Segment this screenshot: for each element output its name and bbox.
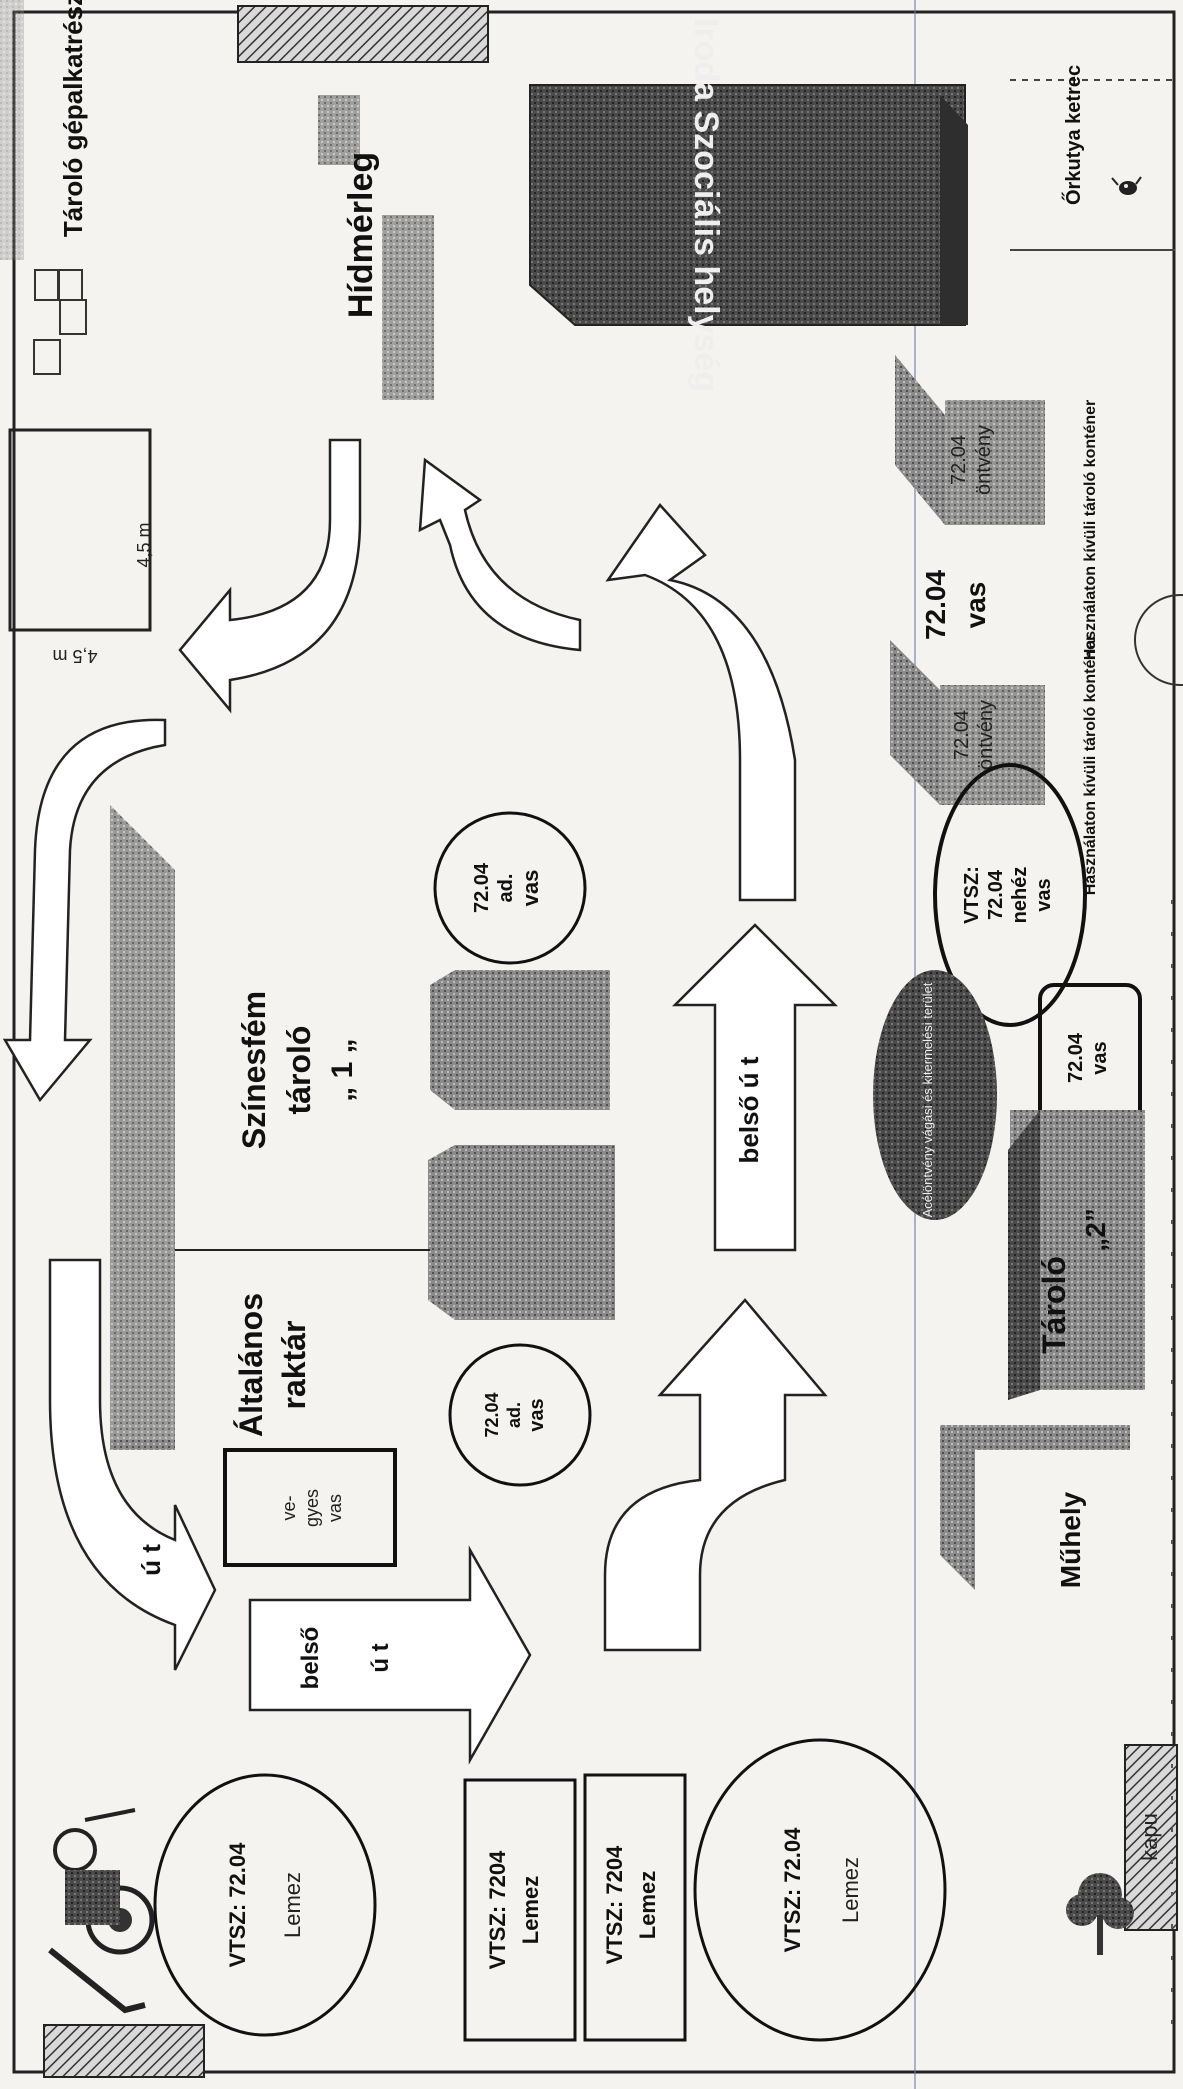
svg-text:Őrkutya ketrec: Őrkutya ketrec [1062, 65, 1085, 205]
gate-bottom: kapu [1124, 1744, 1178, 1931]
svg-text:VTSZ: 72.04: VTSZ: 72.04 [225, 1842, 250, 1967]
road-arrow-belso-up: belső ú t [671, 923, 839, 1252]
road-arrow-bottom-up-curve [603, 1298, 828, 1652]
sheet-pile-box-1: VTSZ: 7204 Lemez [463, 1778, 577, 2042]
gate-top: kapu [237, 5, 489, 63]
svg-text:vas: vas [518, 870, 543, 907]
tractor-icon [48, 1808, 155, 2014]
svg-text:ad.: ad. [495, 874, 517, 903]
svg-text:72.04: 72.04 [985, 869, 1007, 920]
svg-text:ú t: ú t [136, 1544, 166, 1576]
svg-text:Lemez: Lemez [280, 1872, 305, 1938]
sheet-pile-left: VTSZ: 72.04 Lemez [153, 1773, 377, 2037]
road-arrow-up-office [605, 502, 797, 902]
road-arrow-ut-curve: ú t [48, 1258, 217, 1671]
tree-icon [1066, 1873, 1134, 1955]
svg-text:VTSZ: 7204: VTSZ: 7204 [485, 1850, 510, 1969]
svg-text:72.04: 72.04 [948, 435, 970, 485]
center-stack-lower [428, 1145, 615, 1320]
heavy-iron-pile: VTSZ: 72.04 nehéz vas [933, 763, 1087, 1027]
svg-text:belső ú t: belső ú t [734, 1056, 764, 1163]
svg-text:vas: vas [526, 1398, 548, 1431]
nonferrous-storage-label: Színesfém tároló „ 1 „ [236, 991, 359, 1149]
svg-text:vas: vas [1033, 878, 1055, 911]
svg-text:4,5 m: 4,5 m [52, 646, 97, 666]
cutting-area: Acélöntvény vágási és kitermelési terüle… [873, 970, 997, 1220]
svg-text:Lemez: Lemez [838, 1857, 863, 1923]
svg-text:Iroda Szociális helység: Iroda Szociális helység [687, 18, 725, 392]
svg-text:„2”: „2” [1080, 1208, 1111, 1252]
stamp-seal-icon [1134, 594, 1183, 686]
svg-text:vas: vas [325, 1494, 345, 1522]
svg-text:öntvény: öntvény [975, 700, 997, 770]
wall-left-lower [110, 1440, 175, 1450]
svg-text:öntvény: öntvény [973, 425, 995, 495]
storage-2-building: Tároló „2” [1008, 1110, 1145, 1400]
svg-text:nehéz: nehéz [1009, 867, 1031, 924]
office-building: Iroda Szociális helység [529, 18, 968, 392]
svg-text:72.04: 72.04 [482, 1392, 502, 1437]
svg-text:vas: vas [960, 582, 991, 629]
svg-text:4,5 m: 4,5 m [134, 522, 154, 567]
road-arrow-top-curve [178, 438, 362, 714]
mixed-iron-box: ve- gyes vas [223, 1448, 397, 1567]
svg-text:VTSZ: 7204: VTSZ: 7204 [602, 1845, 627, 1964]
svg-text:„ 1 „: „ 1 „ [326, 1038, 359, 1101]
drawer-icons [33, 269, 87, 375]
road-arrow-belso-right: belső ú t [248, 1545, 532, 1765]
sheet-pile-box-2: VTSZ: 7204 Lemez [583, 1773, 687, 2042]
center-stack-upper [430, 970, 610, 1110]
ad-iron-pile-lower: 72.04 ad. vas [448, 1343, 592, 1487]
road-arrow-left-down [2, 718, 167, 1103]
svg-text:Tároló: Tároló [1036, 1256, 1072, 1354]
svg-text:VTSZ: 72.04: VTSZ: 72.04 [780, 1827, 805, 1952]
wall-left-top [110, 805, 175, 1450]
sheet-pile-right: VTSZ: 72.04 Lemez [693, 1738, 947, 2042]
svg-text:ad.: ad. [504, 1402, 524, 1428]
parts-storage-area: Tároló gépalkatrész [58, 0, 88, 237]
scan-noise-left [0, 0, 24, 260]
container-upper-caption: Használaton kívüli tároló konténer [1082, 400, 1099, 661]
svg-text:tároló: tároló [281, 1026, 317, 1115]
svg-text:raktár: raktár [276, 1321, 312, 1410]
weighbridge-shadow-upper [318, 95, 360, 165]
gate-bottom-left [43, 2024, 205, 2078]
road-arrow-up-weighbridge [418, 457, 582, 652]
svg-text:gyes: gyes [302, 1489, 322, 1527]
svg-text:Tároló gépalkatrész: Tároló gépalkatrész [58, 0, 88, 237]
container-lower-caption: Használaton kívüli tároló konténer [1082, 635, 1099, 896]
container-middle: 72.04 vas [920, 570, 991, 640]
svg-text:Lemez: Lemez [635, 1871, 660, 1939]
svg-text:Általános: Általános [233, 1293, 269, 1437]
svg-text:belső: belső [297, 1627, 324, 1690]
workshop-building: Műhely [940, 1425, 1130, 1590]
weighbridge-shadow-lower [382, 215, 434, 400]
svg-text:VTSZ:: VTSZ: [961, 866, 983, 924]
svg-text:Színesfém: Színesfém [236, 991, 272, 1149]
weighbridge-label: Hídmérleg [342, 152, 380, 318]
svg-text:ú t: ú t [367, 1643, 394, 1672]
svg-text:72.04: 72.04 [920, 570, 951, 640]
svg-text:72.04: 72.04 [1065, 1032, 1087, 1083]
small-shed: 4,5 m 4,5 m [8, 428, 154, 666]
svg-text:Acélöntvény vágási és kitermel: Acélöntvény vágási és kitermelési terüle… [920, 982, 935, 1217]
container-lower: 72.04 öntvény [890, 640, 1045, 805]
svg-text:72.04: 72.04 [471, 862, 493, 913]
general-warehouse-label: Általános raktár [233, 1293, 312, 1437]
svg-text:Műhely: Műhely [1055, 1491, 1086, 1588]
svg-text:kapu: kapu [1137, 1813, 1162, 1861]
svg-text:vas: vas [1089, 1041, 1111, 1074]
svg-text:ve-: ve- [279, 1495, 299, 1520]
dog-kennel: Őrkutya ketrec [1010, 65, 1175, 251]
ad-iron-pile-upper: 72.04 ad. vas [433, 811, 587, 965]
iron-box: 72.04 vas [1038, 983, 1142, 1132]
svg-text:Lemez: Lemez [518, 1876, 543, 1944]
container-upper: 72.04 öntvény [895, 355, 1045, 525]
dog-icon [1111, 176, 1142, 195]
svg-text:72.04: 72.04 [951, 710, 973, 760]
